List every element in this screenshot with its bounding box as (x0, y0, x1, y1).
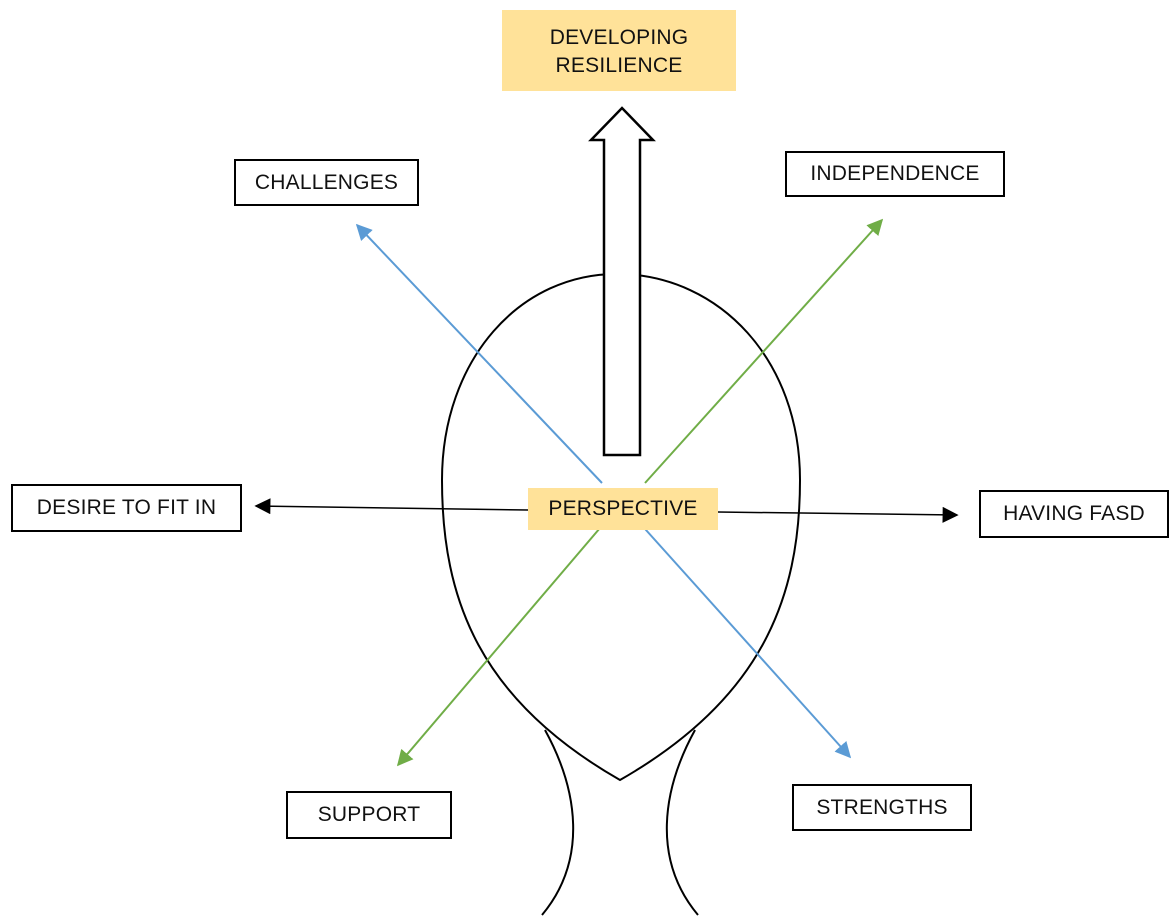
neck-outline-icon (541, 729, 699, 916)
having-fasd-label: HAVING FASD (979, 490, 1169, 538)
challenges-strengths-arrow (355, 223, 603, 484)
support-arrow (396, 527, 601, 767)
support-label: SUPPORT (286, 791, 452, 839)
challenges-label: CHALLENGES (234, 159, 419, 206)
having-fasd-arrow (717, 506, 959, 523)
perspective-label: PERSPECTIVE (528, 488, 718, 530)
hollow-up-arrow-icon (588, 106, 656, 457)
independence-arrow (644, 218, 884, 484)
independence-label: INDEPENDENCE (785, 151, 1005, 197)
strengths-label: STRENGTHS (792, 784, 972, 831)
desire-to-fit-in-label: DESIRE TO FIT IN (11, 484, 242, 532)
desire-to-fit-in-arrow (254, 498, 529, 515)
strengths-arrow (636, 519, 852, 759)
head-outline-icon (440, 272, 802, 782)
